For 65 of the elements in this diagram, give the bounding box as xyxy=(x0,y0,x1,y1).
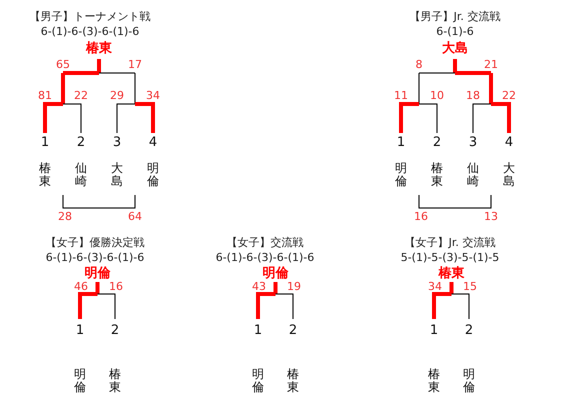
score: 11 xyxy=(394,90,408,102)
seed-number: 1 xyxy=(76,324,84,338)
team-name: 大島 xyxy=(503,162,515,188)
section-title: 【女子】優勝決定戦 xyxy=(46,236,144,250)
section-title: 【男子】Jr. 交流戦 xyxy=(410,10,500,24)
section-title: 【男子】トーナメント戦 xyxy=(30,10,150,24)
score: 29 xyxy=(110,90,124,102)
seed-number: 1 xyxy=(430,324,438,338)
score: 21 xyxy=(484,58,498,72)
seed-number: 1 xyxy=(254,324,262,338)
score: 64 xyxy=(128,210,142,224)
score: 15 xyxy=(463,280,477,294)
score-format: 6-(1)-6-(3)-6-(1)-6 xyxy=(216,252,314,264)
team-name: 明倫 xyxy=(74,368,86,394)
team-name: 仙崎 xyxy=(75,162,87,188)
score: 22 xyxy=(502,90,516,102)
team-name: 椿東 xyxy=(39,162,51,188)
seed-number: 2 xyxy=(110,324,120,338)
seed-number: 2 xyxy=(288,324,298,338)
seed-number: 4 xyxy=(148,136,158,150)
seed-number: 1 xyxy=(396,136,406,150)
team-name: 明倫 xyxy=(395,162,407,188)
winner-name: 椿東 xyxy=(438,266,464,282)
winner-name: 明倫 xyxy=(262,266,288,282)
winner-name: 明倫 xyxy=(84,266,110,282)
team-name: 明倫 xyxy=(463,368,475,394)
team-name: 明倫 xyxy=(147,162,159,188)
score: 81 xyxy=(38,90,52,102)
section-title: 【女子】Jr. 交流戦 xyxy=(404,236,496,250)
score-format: 6-(1)-6 xyxy=(436,26,474,38)
score: 16 xyxy=(414,210,428,224)
score: 65 xyxy=(56,58,70,72)
score: 19 xyxy=(287,280,301,294)
score: 43 xyxy=(252,280,266,294)
score: 34 xyxy=(428,280,442,294)
team-name: 椿東 xyxy=(287,368,299,394)
score-format: 6-(1)-6-(3)-6-(1)-6 xyxy=(40,26,140,38)
score: 46 xyxy=(74,280,88,294)
score-format: 5-(1)-5-(3)-5-(1)-5 xyxy=(400,252,500,264)
winner-name: 大島 xyxy=(442,42,468,56)
score: 17 xyxy=(128,58,142,72)
team-name: 椿東 xyxy=(428,368,440,394)
section-title: 【女子】交流戦 xyxy=(226,236,304,250)
team-name: 椿東 xyxy=(109,368,121,394)
team-name: 仙崎 xyxy=(467,162,479,188)
seed-number: 2 xyxy=(432,136,442,150)
team-name: 明倫 xyxy=(252,368,264,394)
score-format: 6-(1)-6-(3)-6-(1)-6 xyxy=(46,252,144,264)
score: 13 xyxy=(484,210,498,224)
team-name: 椿東 xyxy=(431,162,443,188)
seed-number: 2 xyxy=(464,324,474,338)
team-name: 大島 xyxy=(111,162,123,188)
score: 34 xyxy=(146,90,160,102)
seed-number: 3 xyxy=(468,136,478,150)
score: 8 xyxy=(416,58,422,72)
seed-number: 1 xyxy=(40,136,50,150)
seed-number: 3 xyxy=(112,136,122,150)
winner-name: 椿東 xyxy=(86,42,112,56)
score: 22 xyxy=(74,90,88,102)
score: 16 xyxy=(109,280,123,294)
score: 28 xyxy=(58,210,72,224)
score: 10 xyxy=(430,90,444,102)
seed-number: 4 xyxy=(504,136,514,150)
score: 18 xyxy=(466,90,480,102)
seed-number: 2 xyxy=(76,136,86,150)
